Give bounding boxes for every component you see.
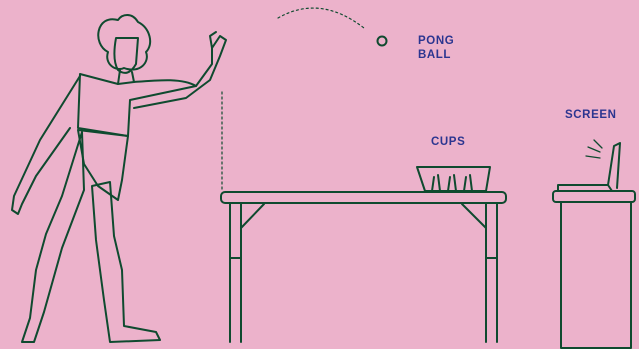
cup-2 <box>448 175 456 191</box>
pong-ball-label: PONG BALL <box>418 34 454 62</box>
table-left-brace <box>241 204 264 228</box>
player-shorts <box>78 130 128 200</box>
pong-table <box>221 192 506 342</box>
cups-label: CUPS <box>431 135 465 149</box>
cup-rack <box>417 167 490 191</box>
pong-ball <box>378 37 387 46</box>
player-face <box>114 38 138 73</box>
table-right-brace <box>462 204 486 228</box>
table-right-leg <box>486 203 497 342</box>
cup-3 <box>464 175 472 191</box>
player-front-leg <box>92 182 160 342</box>
laptop <box>558 143 620 191</box>
player-hair <box>98 15 150 70</box>
table-top <box>221 192 506 203</box>
ball-trajectory <box>278 8 364 28</box>
screen-stand <box>553 140 635 348</box>
pong-ball-label-line2: BALL <box>418 49 451 61</box>
player-back-leg <box>22 132 84 342</box>
table-left-leg <box>230 203 241 342</box>
player-torso <box>78 74 196 136</box>
player-figure <box>12 15 226 342</box>
screen-glow-lines <box>586 140 602 158</box>
podium-body <box>561 202 631 348</box>
podium-top <box>553 191 635 202</box>
cup-1 <box>432 175 440 191</box>
pong-ball-label-line1: PONG <box>418 35 454 47</box>
player-left-arm <box>12 76 80 214</box>
screen-label: SCREEN <box>565 108 617 122</box>
